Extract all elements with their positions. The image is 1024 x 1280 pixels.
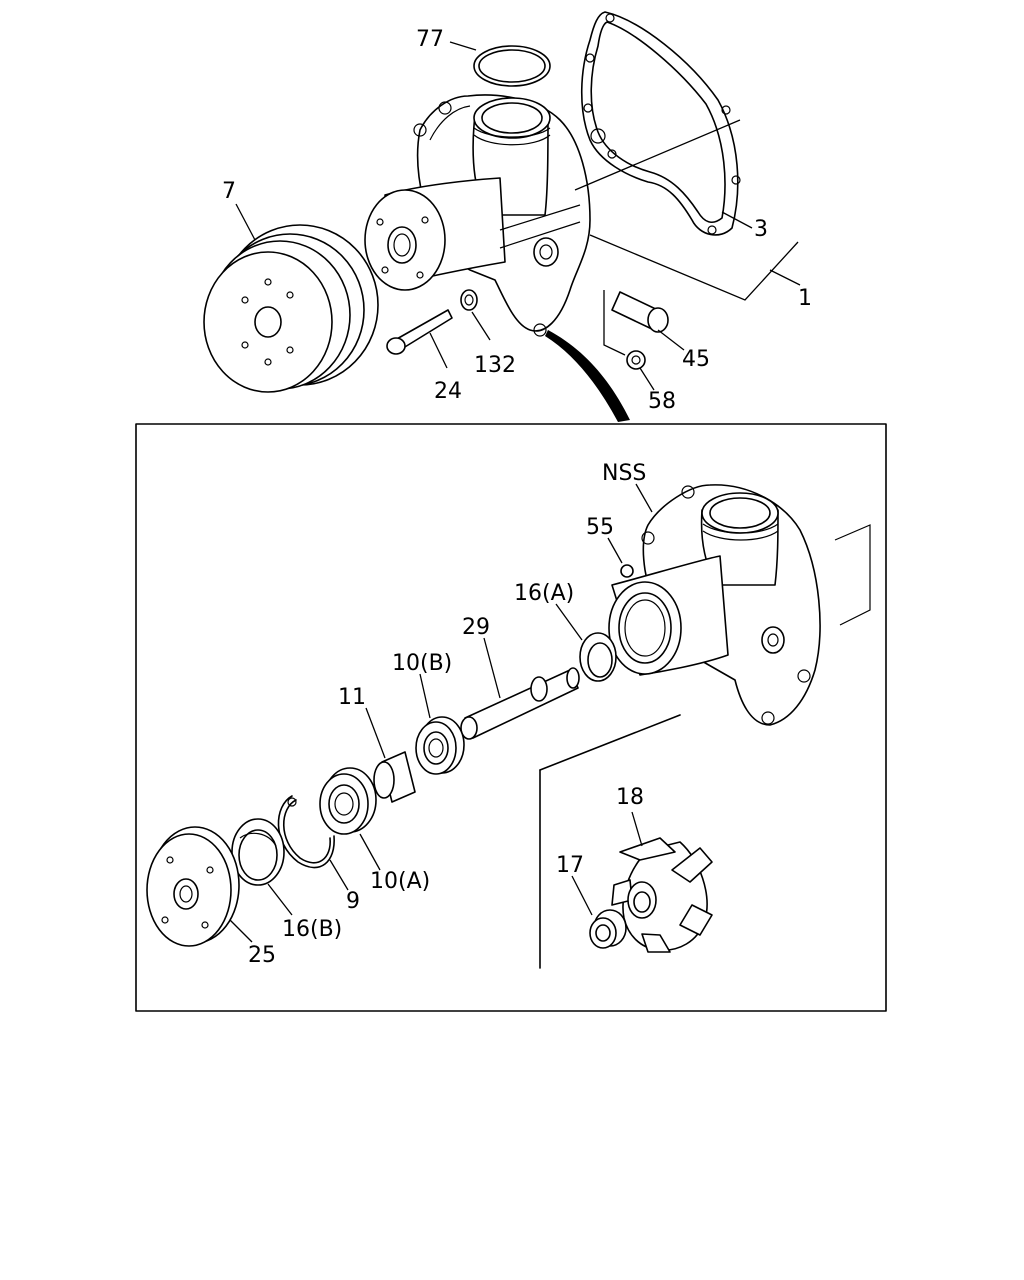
leader-nss [635,483,653,513]
label-10a: 10(A) [370,869,430,894]
detail-arrow [545,330,630,422]
seal-16b [231,818,293,916]
seal-16a [555,603,617,682]
flange-25 [146,826,253,947]
snap-ring-9 [277,795,349,891]
label-7: 7 [222,179,236,204]
label-11: 11 [338,685,366,710]
shaft-29 [460,637,580,740]
plug-58 [603,290,655,391]
plug-55 [607,537,634,578]
washer-132 [460,289,491,341]
leader-1 [574,119,801,301]
label-16b: 16(B) [282,917,342,942]
bolt-24 [386,309,453,369]
label-77: 77 [416,27,444,52]
pump-housing-1 [364,94,591,337]
label-18: 18 [616,785,644,810]
seal-17 [571,875,627,949]
label-10b: 10(B) [392,651,452,676]
label-1: 1 [798,286,812,311]
impeller-18 [539,714,713,969]
bearing-10a [319,767,381,871]
bearing-10b [415,673,465,775]
label-24: 24 [434,379,462,404]
pulley-7 [203,203,379,393]
o-ring-77 [449,41,551,87]
detail-frame [135,423,887,1012]
gasket-3 [580,11,753,236]
label-55: 55 [586,515,614,540]
label-132: 132 [474,353,516,378]
label-29: 29 [462,615,490,640]
fitting-45 [611,291,685,351]
label-16a: 16(A) [514,581,574,606]
label-45: 45 [682,347,710,372]
label-17: 17 [556,853,584,878]
pump-housing-detail [608,484,871,726]
spacer-11 [365,707,416,803]
label-9: 9 [346,889,360,914]
label-25: 25 [248,943,276,968]
label-nss: NSS [602,461,646,486]
label-3: 3 [754,217,768,242]
label-58: 58 [648,389,676,414]
